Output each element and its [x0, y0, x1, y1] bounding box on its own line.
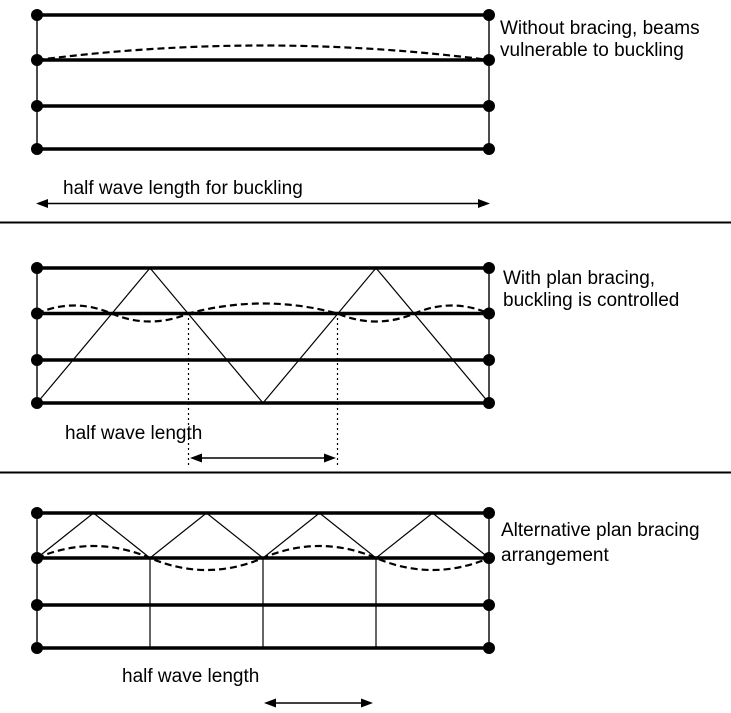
- arrow-left-head-icon: [264, 698, 276, 708]
- beam-end-node: [31, 552, 43, 564]
- beam-end-node: [31, 143, 43, 155]
- beam-end-node: [483, 507, 495, 519]
- beam-end-node: [31, 599, 43, 611]
- arrow-right-head-icon: [324, 453, 336, 463]
- beam-end-node: [31, 100, 43, 112]
- beam-end-node: [31, 642, 43, 654]
- beam-end-node: [483, 9, 495, 21]
- beam-end-node: [31, 9, 43, 21]
- arrow-left-head-icon: [190, 453, 202, 463]
- beam-end-node: [31, 54, 43, 66]
- dimension-label: half wave length: [122, 666, 259, 687]
- panel-caption-line1: Without bracing, beams: [500, 18, 700, 39]
- plan-bracing-zigzag: [36, 267, 490, 404]
- panel-caption-line1: With plan bracing,: [503, 268, 655, 289]
- dimension-arrow: [190, 453, 336, 463]
- dimension-label: half wave length for buckling: [63, 178, 303, 199]
- beam-end-node: [483, 642, 495, 654]
- dimension-label: half wave length: [65, 423, 202, 444]
- beam-end-node: [31, 307, 43, 320]
- beam-end-node: [31, 507, 43, 519]
- panel-caption-line2: buckling is controlled: [503, 290, 679, 311]
- beam-end-node: [483, 599, 495, 611]
- buckling-curve: [36, 44, 490, 62]
- beam-end-node: [483, 262, 495, 274]
- beam-end-node: [483, 307, 495, 320]
- panel-without-bracing: Without bracing, beams vulnerable to buc…: [31, 9, 700, 208]
- beam-end-node: [483, 100, 495, 112]
- beam-end-node: [31, 397, 43, 409]
- beam-end-node: [483, 552, 495, 564]
- beam-end-node: [31, 354, 43, 366]
- panel-caption-line1: Alternative plan bracing: [501, 520, 700, 541]
- arrow-left-head-icon: [36, 199, 48, 208]
- beam-end-node: [483, 54, 495, 66]
- panel-alternative-bracing: Alternative plan bracing arrangement hal…: [31, 507, 700, 708]
- arrow-right-head-icon: [478, 199, 490, 208]
- beam-end-node: [483, 397, 495, 409]
- controlled-buckling-curve: [36, 302, 490, 323]
- panel-caption-line2: arrangement: [501, 545, 609, 566]
- panel-with-plan-bracing: With plan bracing, buckling is controlle…: [31, 262, 679, 468]
- arrow-right-head-icon: [361, 698, 373, 708]
- panel-caption-line2: vulnerable to buckling: [500, 40, 684, 61]
- beam-end-node: [31, 262, 43, 274]
- dimension-arrow: [36, 199, 490, 208]
- triangular-bracing: [36, 512, 490, 559]
- controlled-buckling-curve: [36, 544, 490, 572]
- beam-end-node: [483, 143, 495, 155]
- beam-end-node: [483, 354, 495, 366]
- dimension-arrow: [264, 698, 373, 708]
